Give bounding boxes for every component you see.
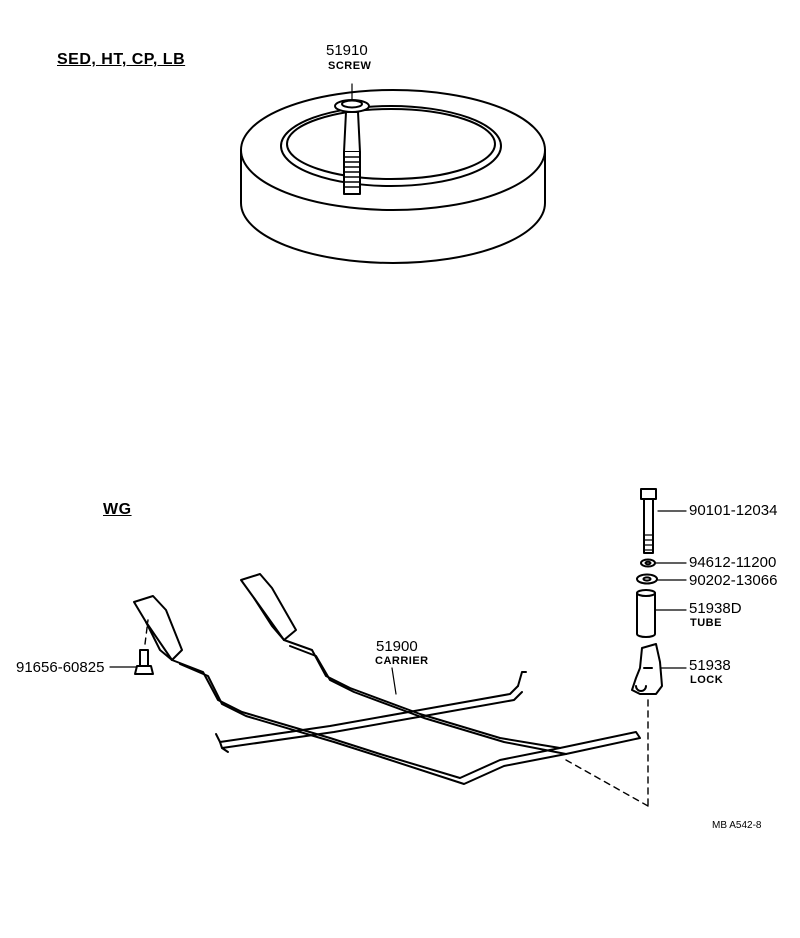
washer-icon <box>636 573 658 585</box>
bolt-part-number: 90101-12034 <box>689 502 778 519</box>
washer-b-part-number: 90202-13066 <box>689 572 778 589</box>
carrier-part-number: 51900 <box>376 638 418 655</box>
lock-part-number: 51938 <box>689 657 731 674</box>
side-bolt-part-number: 91656-60825 <box>16 659 105 676</box>
section-title-sed-ht-cp-lb: SED, HT, CP, LB <box>57 51 186 68</box>
screw-part-number: 51910 <box>326 42 368 59</box>
tube-icon <box>636 589 656 638</box>
tube-part-number: 51938D <box>689 600 742 617</box>
carrier-icon <box>133 573 641 785</box>
lock-icon <box>631 643 663 695</box>
bolt-icon <box>640 488 657 554</box>
tube-part-name: TUBE <box>690 617 722 629</box>
washer-icon <box>640 558 656 568</box>
reference-code: MB A542-8 <box>712 820 762 831</box>
bolt-icon <box>134 649 154 675</box>
screw-icon <box>334 99 370 195</box>
carrier-part-name: CARRIER <box>375 655 429 667</box>
lock-part-name: LOCK <box>690 674 724 686</box>
section-title-wg: WG <box>103 501 132 518</box>
spare-tire-icon <box>240 89 546 264</box>
washer-a-part-number: 94612-11200 <box>689 554 777 571</box>
screw-part-name: SCREW <box>328 60 372 72</box>
